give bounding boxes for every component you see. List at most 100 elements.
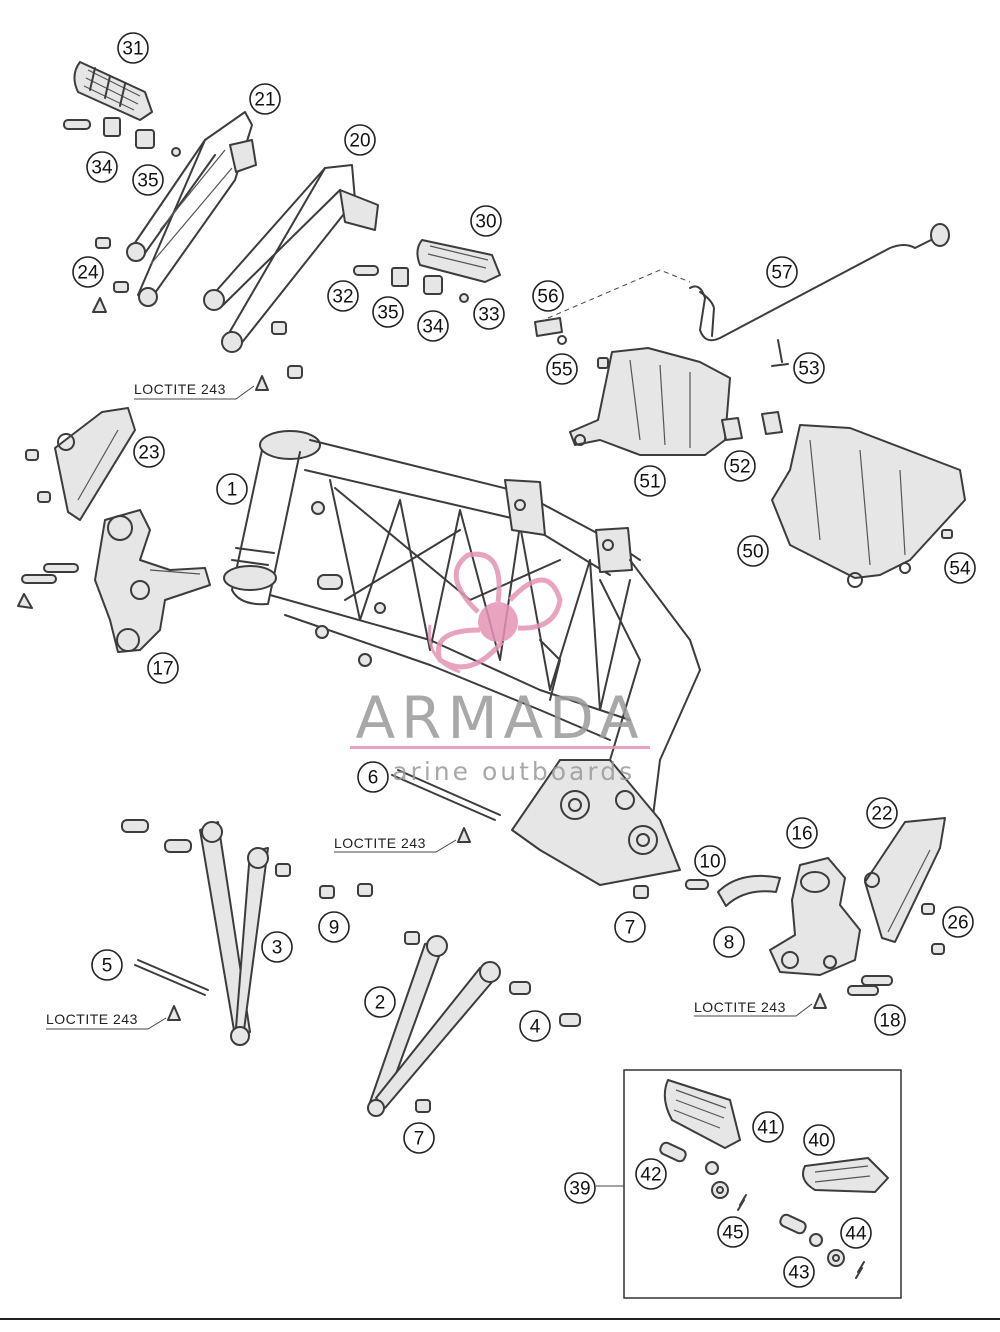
- callout-circle: [942, 906, 974, 938]
- assembly-17: [17, 509, 211, 653]
- callout-number: 26: [947, 913, 968, 934]
- callout-number: 43: [788, 1263, 809, 1284]
- callout-number: 2: [375, 993, 386, 1014]
- callout-number: 5: [102, 956, 113, 977]
- callout-number: 3: [272, 938, 283, 959]
- callout-number: 33: [478, 305, 499, 326]
- callout-32: 32: [327, 280, 359, 312]
- bracket-22: [864, 817, 946, 955]
- footpeg-31: [73, 61, 153, 121]
- callout-circle: [133, 436, 165, 468]
- callout-40: 40: [803, 1124, 835, 1156]
- callout-number: 18: [879, 1011, 900, 1032]
- loctite-label-text: LOCTITE 243: [694, 999, 786, 1015]
- callout-circle: [546, 353, 578, 385]
- callout-8: 8: [713, 926, 745, 958]
- callout-circle: [357, 761, 389, 793]
- callout-circle: [249, 83, 281, 115]
- callout-number: 52: [729, 457, 750, 478]
- callout-circle: [803, 1124, 835, 1156]
- slider-8: [685, 874, 781, 907]
- callout-22: 22: [866, 797, 898, 829]
- callout-52: 52: [724, 450, 756, 482]
- callout-number: 7: [414, 1129, 425, 1150]
- link-2: [367, 931, 581, 1117]
- callout-circle: [519, 1010, 551, 1042]
- callout-circle: [840, 1217, 872, 1249]
- callout-number: 50: [742, 542, 763, 563]
- callout-44: 44: [840, 1217, 872, 1249]
- callout-34: 34: [417, 310, 449, 342]
- callout-circle: [372, 296, 404, 328]
- watermark-tagline: marine outboards: [365, 757, 635, 786]
- loctite-label-text: LOCTITE 243: [334, 835, 426, 851]
- callout-circle: [403, 1122, 435, 1154]
- bolts-18: [813, 975, 893, 1009]
- frame-part: [223, 430, 701, 886]
- callout-number: 1: [227, 480, 238, 501]
- callout-7: 7: [403, 1122, 435, 1154]
- loctite-label-text: LOCTITE 243: [134, 381, 226, 397]
- callout-34: 34: [86, 151, 118, 183]
- callout-21: 21: [249, 83, 281, 115]
- callout-circle: [470, 205, 502, 237]
- callout-number: 17: [152, 659, 173, 680]
- callout-circle: [72, 256, 104, 288]
- callout-56: 56: [532, 280, 564, 312]
- hose-57: [534, 223, 950, 367]
- callout-33: 33: [473, 298, 505, 330]
- callout-16: 16: [786, 817, 818, 849]
- bolts-24: [92, 237, 129, 313]
- callout-number: 31: [122, 39, 143, 60]
- callout-17: 17: [147, 652, 179, 684]
- callout-circle: [147, 652, 179, 684]
- callout-circle: [874, 1004, 906, 1036]
- callout-circle: [634, 465, 666, 497]
- callout-55: 55: [546, 353, 578, 385]
- pin-bolt: [63, 117, 181, 157]
- callout-number: 39: [569, 1179, 590, 1200]
- callout-circle: [564, 1172, 596, 1204]
- callout-number: 41: [757, 1118, 778, 1139]
- callout-number: 35: [137, 171, 158, 192]
- callout-9: 9: [318, 911, 350, 943]
- callout-circle: [532, 280, 564, 312]
- callout-number: 21: [254, 90, 275, 111]
- kit-39-box: [596, 1069, 902, 1299]
- callout-43: 43: [783, 1256, 815, 1288]
- callout-number: 35: [377, 303, 398, 324]
- callout-circle: [417, 310, 449, 342]
- callout-circle: [793, 352, 825, 384]
- callout-5: 5: [91, 949, 123, 981]
- callout-18: 18: [874, 1004, 906, 1036]
- callout-24: 24: [72, 256, 104, 288]
- callout-57: 57: [766, 256, 798, 288]
- housing-51: [569, 347, 731, 456]
- callout-circle: [866, 797, 898, 829]
- callout-30: 30: [470, 205, 502, 237]
- callout-41: 41: [752, 1111, 784, 1143]
- callout-circle: [216, 473, 248, 505]
- callout-53: 53: [793, 352, 825, 384]
- callout-number: 16: [791, 824, 812, 845]
- callout-1: 1: [216, 473, 248, 505]
- callout-number: 9: [329, 918, 340, 939]
- callout-10: 10: [694, 845, 726, 877]
- callout-number: 24: [77, 263, 99, 284]
- loctite-hardware-top: [255, 365, 303, 391]
- callout-circle: [327, 280, 359, 312]
- callout-35: 35: [372, 296, 404, 328]
- callout-number: 54: [949, 559, 971, 580]
- callout-number: 4: [530, 1017, 541, 1038]
- callout-circle: [364, 986, 396, 1018]
- callout-20: 20: [344, 124, 376, 156]
- callout-39: 39: [564, 1172, 596, 1204]
- callout-circle: [717, 1216, 749, 1248]
- callout-circle: [944, 552, 976, 584]
- callout-circle: [635, 1158, 667, 1190]
- callout-circle: [261, 931, 293, 963]
- footpeg-bracket-21: [126, 111, 257, 307]
- callout-number: 44: [845, 1224, 867, 1245]
- callout-circle: [783, 1256, 815, 1288]
